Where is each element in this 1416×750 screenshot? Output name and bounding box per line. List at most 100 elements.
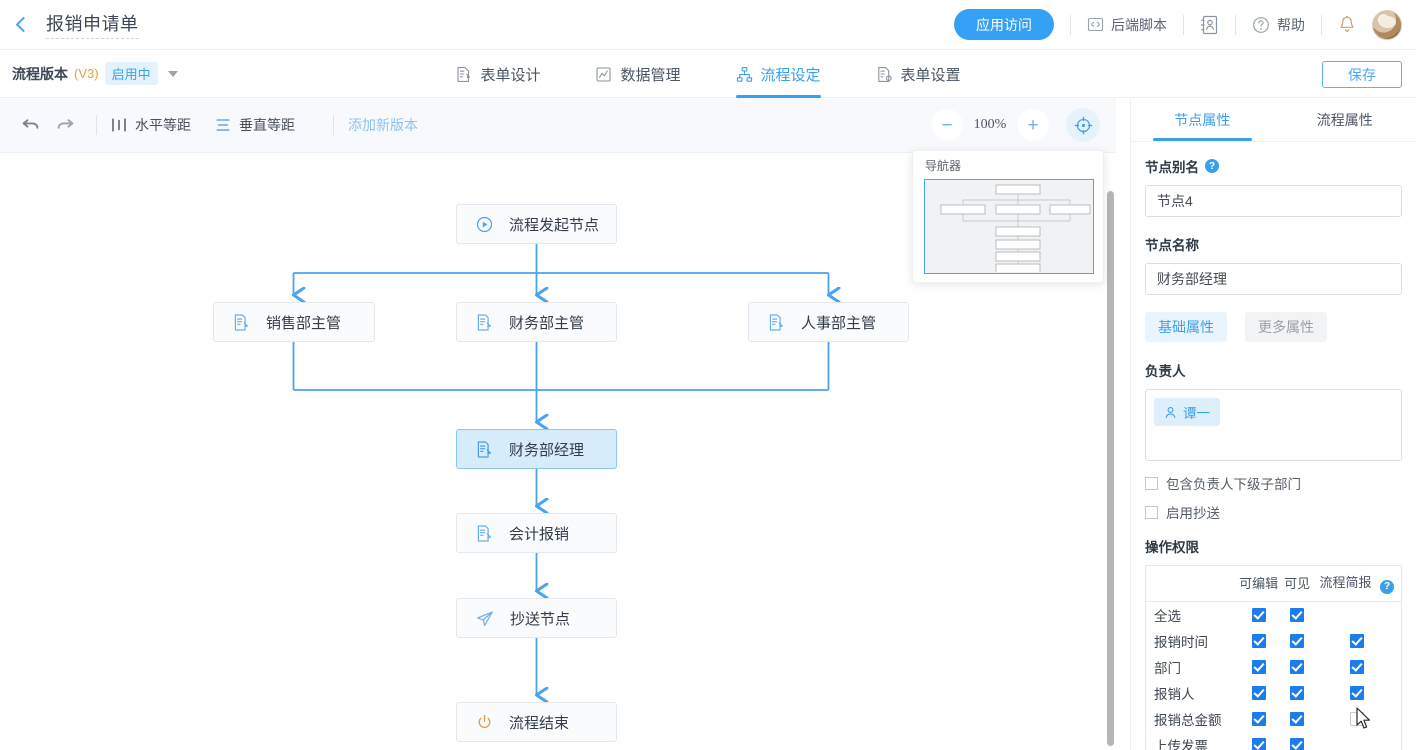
tab-data-management[interactable]: 数据管理 [595,50,681,98]
checkbox-visible[interactable] [1290,738,1305,750]
zoom-out-button[interactable]: − [932,110,962,140]
node-label: 会计报销 [509,525,570,543]
cell-visible[interactable] [1282,680,1313,706]
checkbox-brief[interactable] [1349,634,1364,649]
avatar[interactable] [1372,9,1402,40]
cell-brief[interactable] [1313,680,1401,706]
flow-node-accounting[interactable]: 会计报销 [456,513,617,553]
vertical-distribute-icon [215,117,231,133]
flow-node-finance-manager[interactable]: 财务部经理 [456,429,617,469]
cell-brief[interactable] [1313,654,1401,680]
checkbox-visible[interactable] [1290,634,1305,649]
process-version-selector[interactable]: 流程版本 (V3) 启用中 [0,62,178,85]
divider [1235,14,1236,35]
checkbox-editable[interactable] [1251,660,1266,675]
segment-basic-properties[interactable]: 基础属性 [1145,312,1227,342]
checkbox-editable[interactable] [1251,712,1266,727]
tab-form-settings[interactable]: 表单设置 [876,50,961,98]
cell-visible[interactable] [1282,654,1313,680]
cell-editable[interactable] [1235,628,1281,654]
node-label: 财务部主管 [509,314,585,332]
cell-editable[interactable] [1235,654,1281,680]
checkbox-enable-cc[interactable]: 启用抄送 [1145,502,1402,522]
tab-form-design[interactable]: 表单设计 [455,50,540,98]
flow-node-sales-supervisor[interactable]: 销售部主管 [213,302,375,342]
bell-icon [1338,15,1356,34]
permissions-col-field [1146,566,1236,602]
node-label: 流程结束 [509,714,570,732]
table-row[interactable]: 全选 [1146,601,1401,628]
cell-editable[interactable] [1235,601,1281,628]
checkbox-visible[interactable] [1290,712,1305,727]
checkbox-visible[interactable] [1290,608,1305,623]
contacts-button[interactable] [1200,15,1219,35]
table-row[interactable]: 报销时间 [1146,628,1401,654]
cell-editable[interactable] [1235,706,1281,732]
table-row[interactable]: 上传发票 [1146,732,1401,750]
permissions-header-row: 可编辑 可见 流程简报 ? [1146,566,1401,602]
backend-script-button[interactable]: 后端脚本 [1087,15,1167,35]
tab-process-settings[interactable]: 流程设定 [735,50,821,98]
toolbar-label: 水平等距 [135,117,191,133]
row-label: 报销人 [1154,686,1195,702]
cell-brief[interactable] [1313,706,1401,732]
navigator-minimap[interactable] [924,179,1094,274]
back-button[interactable] [0,0,42,50]
node-alias-input[interactable] [1145,185,1402,217]
cell-editable[interactable] [1235,732,1281,750]
cell-visible[interactable] [1282,601,1313,628]
node-name-input[interactable] [1145,263,1402,295]
notifications-button[interactable] [1338,15,1356,34]
checkbox-brief[interactable] [1349,712,1364,727]
undo-button[interactable] [14,108,48,142]
owner-selector[interactable]: 谭一 [1145,389,1402,461]
flow-node-start[interactable]: 流程发起节点 [456,204,617,244]
flow-node-end[interactable]: 流程结束 [456,702,617,742]
cell-visible[interactable] [1282,732,1313,750]
flow-node-hr-supervisor[interactable]: 人事部主管 [748,302,909,342]
checkbox-visible[interactable] [1290,660,1305,675]
tab-process-properties[interactable]: 流程属性 [1316,111,1373,128]
app-access-button[interactable]: 应用访问 [954,9,1054,40]
save-button[interactable]: 保存 [1322,61,1402,88]
flow-node-cc[interactable]: 抄送节点 [456,598,617,638]
canvas-vertical-scrollbar[interactable] [1107,191,1114,746]
checkbox-include-subdepartments[interactable]: 包含负责人下级子部门 [1145,473,1402,493]
question-circle-icon[interactable]: ? [1205,159,1219,173]
horizontal-distribute-icon [111,117,127,133]
cell-visible[interactable] [1282,628,1313,654]
segment-more-properties[interactable]: 更多属性 [1245,312,1327,342]
zoom-in-button[interactable]: + [1018,110,1048,140]
properties-tabs: 节点属性 流程属性 [1131,98,1416,142]
table-row[interactable]: 报销总金额 [1146,706,1401,732]
cell-editable[interactable] [1235,680,1281,706]
node-label: 流程发起节点 [509,216,600,234]
owner-chip[interactable]: 谭一 [1154,398,1220,426]
node-alias-label: 节点别名 ? [1145,156,1402,176]
checkbox-editable[interactable] [1251,608,1266,623]
cell-brief[interactable] [1313,628,1401,654]
checkbox-editable[interactable] [1251,686,1266,701]
tab-node-properties[interactable]: 节点属性 [1131,98,1274,141]
horizontal-distribute-button[interactable]: 水平等距 [111,115,191,135]
checkbox-visible[interactable] [1290,686,1305,701]
checkbox-editable[interactable] [1251,634,1266,649]
checkbox-label: 启用抄送 [1166,506,1220,521]
add-new-version-button[interactable]: 添加新版本 [348,117,418,133]
question-circle-icon[interactable]: ? [1380,579,1395,594]
page-title[interactable]: 报销申请单 [46,10,139,39]
checkbox-brief[interactable] [1349,660,1364,675]
checkbox-brief[interactable] [1349,686,1364,701]
user-icon [1164,406,1177,419]
table-row[interactable]: 部门 [1146,654,1401,680]
redo-button[interactable] [48,108,82,142]
flow-node-finance-supervisor[interactable]: 财务部主管 [456,302,617,342]
table-row[interactable]: 报销人 [1146,680,1401,706]
top-header: 报销申请单 应用访问 后端脚本 帮助 [0,0,1416,50]
zoom-controls: − 100% + [932,108,1116,142]
recenter-button[interactable] [1066,108,1100,142]
cell-visible[interactable] [1282,706,1313,732]
help-button[interactable]: 帮助 [1252,15,1305,35]
checkbox-editable[interactable] [1251,738,1266,750]
vertical-distribute-button[interactable]: 垂直等距 [215,115,295,135]
